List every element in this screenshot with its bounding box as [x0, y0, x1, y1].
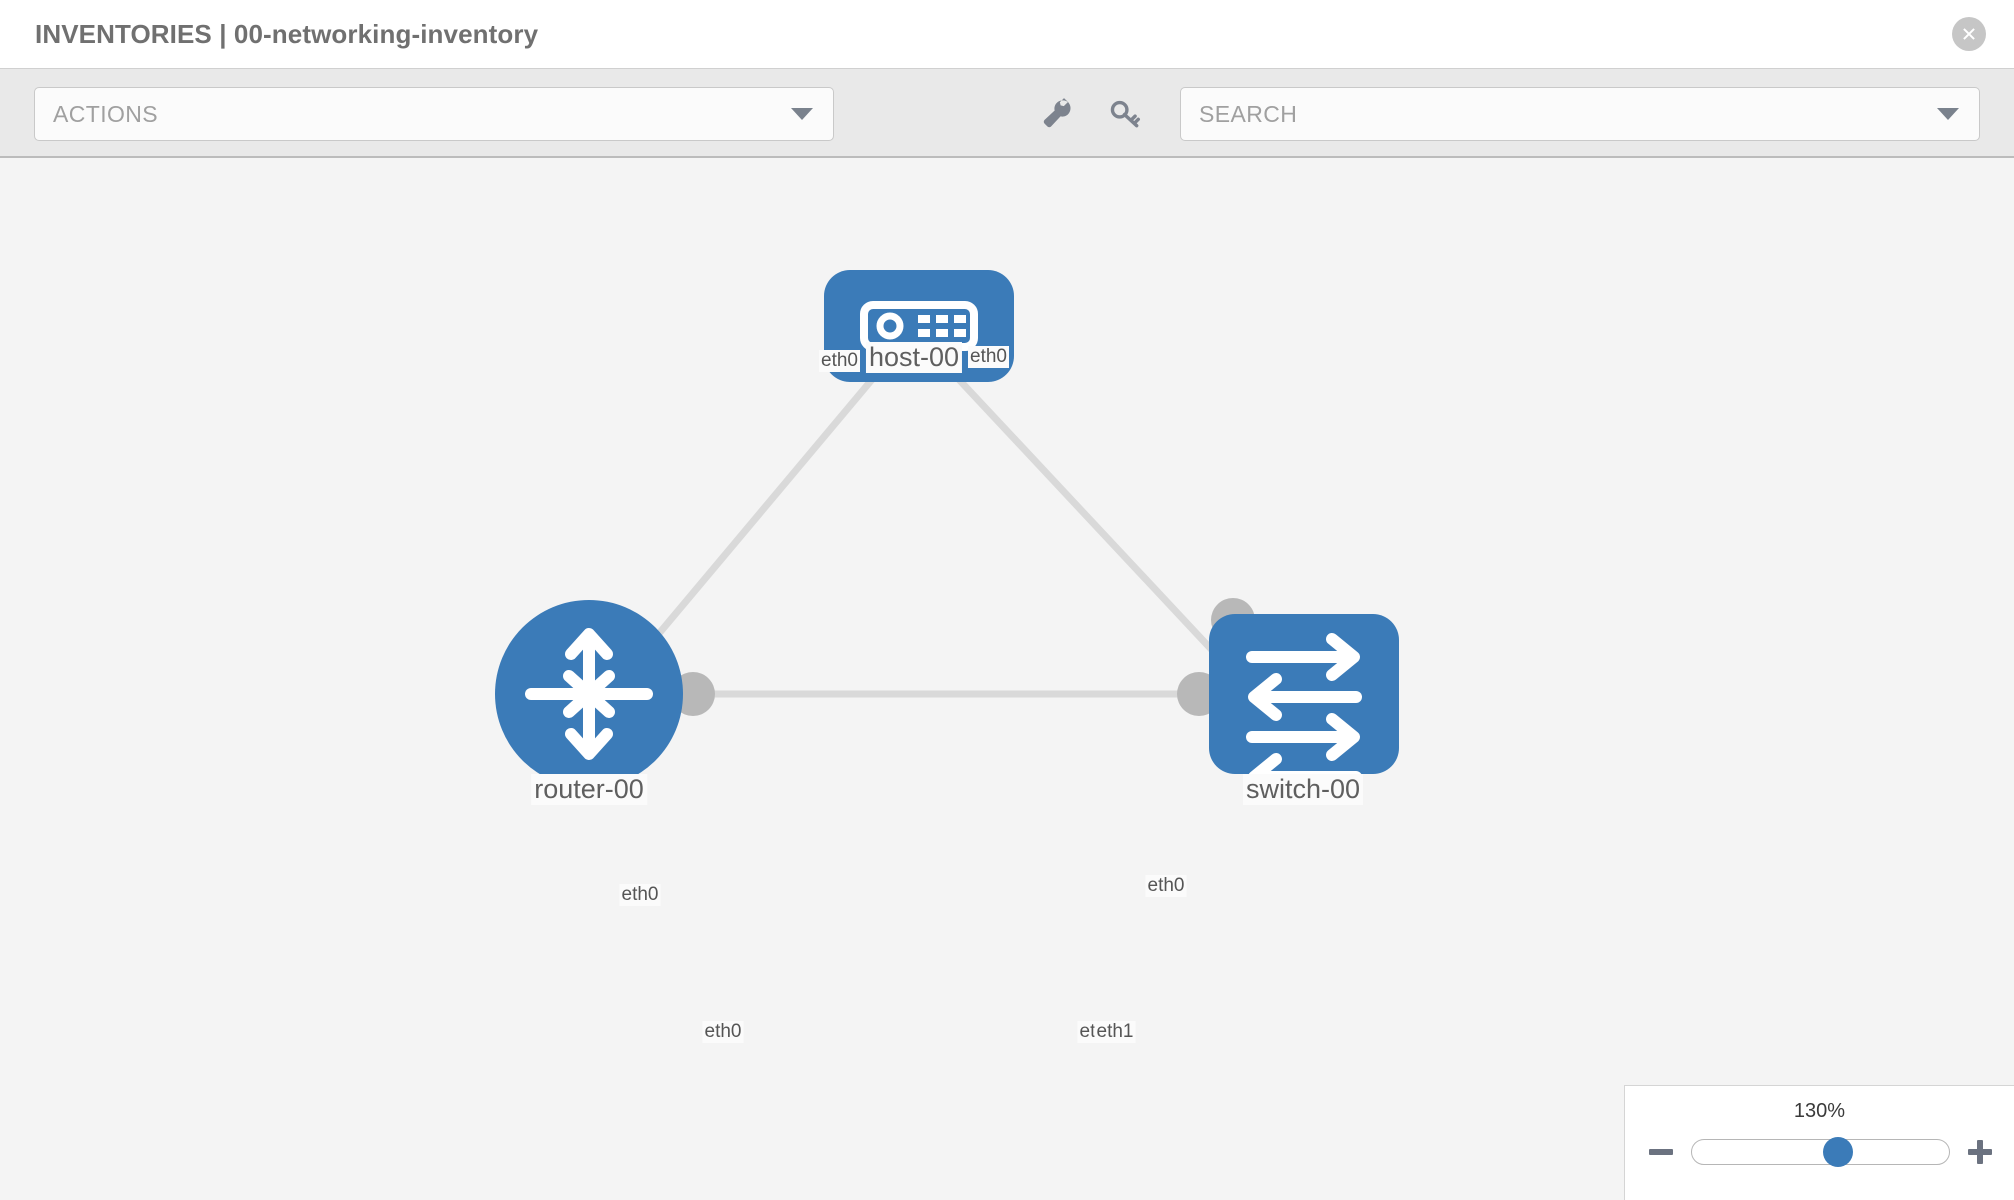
- node-label-host-00: host-00: [865, 342, 963, 373]
- toolbar-icon-group: [1040, 87, 1142, 141]
- zoom-out-button[interactable]: [1647, 1138, 1675, 1166]
- zoom-level-value: 130%: [1793, 1100, 1846, 1122]
- router-arrows-icon: [525, 628, 653, 760]
- key-icon[interactable]: [1108, 97, 1142, 131]
- close-button[interactable]: [1952, 17, 1986, 51]
- zoom-slider-row: [1647, 1134, 1994, 1170]
- zoom-control-panel: 130%: [1624, 1085, 2014, 1200]
- search-placeholder: SEARCH: [1199, 100, 1298, 127]
- wrench-icon[interactable]: [1040, 97, 1074, 131]
- iface-label-host00-right: eth0: [968, 346, 1009, 368]
- close-icon: [1963, 28, 1975, 40]
- page-title: INVENTORIES | 00-networking-inventory: [35, 18, 539, 49]
- actions-dropdown-label: ACTIONS: [53, 100, 159, 127]
- iface-label-switch00-eth1: eth1: [1094, 1021, 1136, 1043]
- iface-label-host00-left: eth0: [819, 350, 860, 372]
- zoom-slider-track[interactable]: [1691, 1137, 1950, 1167]
- link-host00-switch00[interactable]: [947, 367, 1243, 683]
- page-header: INVENTORIES | 00-networking-inventory: [0, 0, 2014, 68]
- chevron-down-icon: [791, 108, 813, 120]
- search-chevron-down-icon[interactable]: [1937, 108, 1959, 120]
- topology-canvas[interactable]: eth0 eth0 eth0 eth0 eth0 eth0 eth1 host-…: [0, 160, 2014, 1200]
- node-router-00[interactable]: [495, 600, 683, 788]
- node-switch-00[interactable]: [1209, 614, 1399, 801]
- node-label-router-00: router-00: [531, 774, 647, 805]
- topology-graph: [495, 270, 1399, 801]
- link-host00-router00[interactable]: [617, 367, 883, 683]
- node-label-switch-00: switch-00: [1242, 774, 1364, 805]
- iface-label-router00-eth0: eth0: [702, 1021, 744, 1043]
- link-group: [617, 367, 1243, 698]
- search-input[interactable]: SEARCH: [1180, 87, 1980, 141]
- zoom-slider-thumb[interactable]: [1823, 1137, 1854, 1167]
- toolbar: ACTIONS SEARCH: [0, 68, 2014, 158]
- zoom-in-button[interactable]: [1966, 1138, 1994, 1166]
- iface-label-router00-uplink: eth0: [619, 884, 661, 906]
- iface-label-switch00-uplink: eth0: [1145, 875, 1187, 897]
- actions-dropdown[interactable]: ACTIONS: [34, 87, 834, 141]
